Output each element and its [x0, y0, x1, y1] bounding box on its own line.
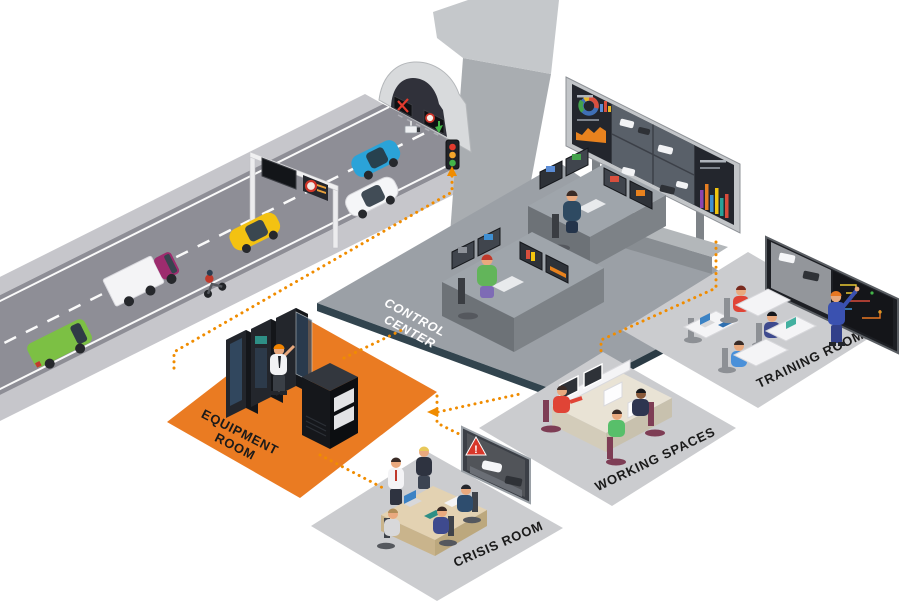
- working-spaces-room: WORKING SPACES: [479, 352, 736, 506]
- connection-arrow-icon: [447, 166, 457, 176]
- operator-desk: [442, 227, 604, 352]
- instructor-person: [828, 286, 860, 346]
- student-at-desk: [718, 338, 790, 374]
- crisis-incident-screen: !: [461, 425, 531, 505]
- dashboard-area-chart-icon: [576, 127, 606, 143]
- vehicle-white-car: [345, 176, 399, 219]
- vehicle-blue-car: [351, 140, 401, 180]
- operator-person: [458, 254, 497, 320]
- training-room-floor: [622, 252, 882, 408]
- connection-to-crisis-room: [435, 394, 463, 437]
- operator-desk: [528, 147, 666, 268]
- laptop-icon: [404, 490, 422, 507]
- server-grille-panel: [334, 388, 354, 412]
- traffic-light-icon: [445, 139, 460, 170]
- hard-hat: [273, 344, 285, 349]
- road-center-dashed-line: [0, 127, 434, 347]
- network-connections: [172, 174, 718, 490]
- green-down-arrow-icon: [435, 121, 443, 133]
- variable-message-sign: [261, 157, 297, 190]
- dashboard-donut-chart-icon: [578, 96, 599, 116]
- meeting-attendee-seated: [377, 508, 400, 550]
- desk-monitors: [451, 227, 569, 284]
- road-sign-gantry: [249, 151, 339, 249]
- control-center-floor-edge: [317, 303, 568, 403]
- server-grille-panel: [334, 406, 354, 430]
- equipment-room: EQUIPMENT ROOM: [167, 308, 437, 498]
- lane-closed-signal: [393, 95, 413, 118]
- laptop-icon: [700, 313, 715, 328]
- vehicle-truck: [102, 252, 180, 307]
- desk-keyboard: [492, 276, 524, 292]
- connection-equipment-to-control-center: [342, 327, 406, 360]
- vehicle-motorcycle: [203, 269, 227, 298]
- connection-tunnel-to-equipment-room: [172, 174, 454, 376]
- incident-cctv-cars: [481, 460, 523, 487]
- cctv-camera-icon: [404, 121, 420, 134]
- road-shoulder-lower: [0, 154, 509, 422]
- office-worker: [541, 385, 583, 433]
- gantry-post-right: [332, 185, 339, 249]
- office-worker: [606, 409, 626, 466]
- meeting-attendee-seated: [457, 484, 481, 524]
- laptop-icon: [786, 317, 796, 329]
- speed-limit-circle-icon: [425, 113, 435, 123]
- road-edge-line-upper: [0, 106, 390, 303]
- operator-person: [550, 190, 581, 252]
- crisis-room: CRISIS ROOM !: [311, 425, 563, 601]
- red-x-icon: [397, 98, 409, 113]
- rack-control-screen: [255, 336, 267, 344]
- technician-person: [270, 344, 296, 395]
- warning-triangle-icon: !: [465, 435, 487, 456]
- traffic: [27, 140, 401, 369]
- svg-text:!: !: [474, 444, 478, 456]
- road-shoulder-upper: [0, 94, 383, 296]
- speed-limit-circle-icon: [304, 179, 318, 193]
- student-at-desk: [720, 285, 792, 324]
- server-cabinet: [302, 363, 358, 449]
- control-center-room: CONTROL CENTER: [317, 76, 757, 403]
- rider-helmet: [206, 269, 213, 276]
- necktie: [278, 356, 281, 368]
- vehicle-green-van: [27, 319, 92, 369]
- desk-keyboard: [578, 199, 606, 213]
- video-wall: [565, 76, 741, 234]
- motorcycle-rider: [205, 274, 214, 283]
- dashboard-mini-bars-icon: [600, 101, 611, 112]
- cctv-vehicle-blobs: [619, 118, 689, 195]
- office-worker: [632, 388, 665, 437]
- meeting-attendee-standing: [416, 446, 432, 489]
- desk-monitors: [539, 147, 653, 210]
- connection-equipment-to-crisis: [318, 453, 385, 490]
- dashboard-bar-chart-icon: [700, 160, 729, 218]
- speed-limit-sign: [303, 175, 328, 201]
- meeting-attendee-seated: [433, 506, 457, 547]
- connection-control-to-equipment: [436, 392, 522, 414]
- training-schematic-panel: [833, 271, 893, 347]
- vehicle-yellow-car: [229, 212, 281, 254]
- tunnel-lane-line: [397, 114, 441, 137]
- tunnel-hill-top: [433, 0, 559, 74]
- lane-open-signal: [423, 109, 445, 135]
- open-rack-door: [295, 311, 313, 383]
- meeting-attendee-standing: [388, 457, 404, 505]
- connection-arrow-icon: [427, 407, 438, 417]
